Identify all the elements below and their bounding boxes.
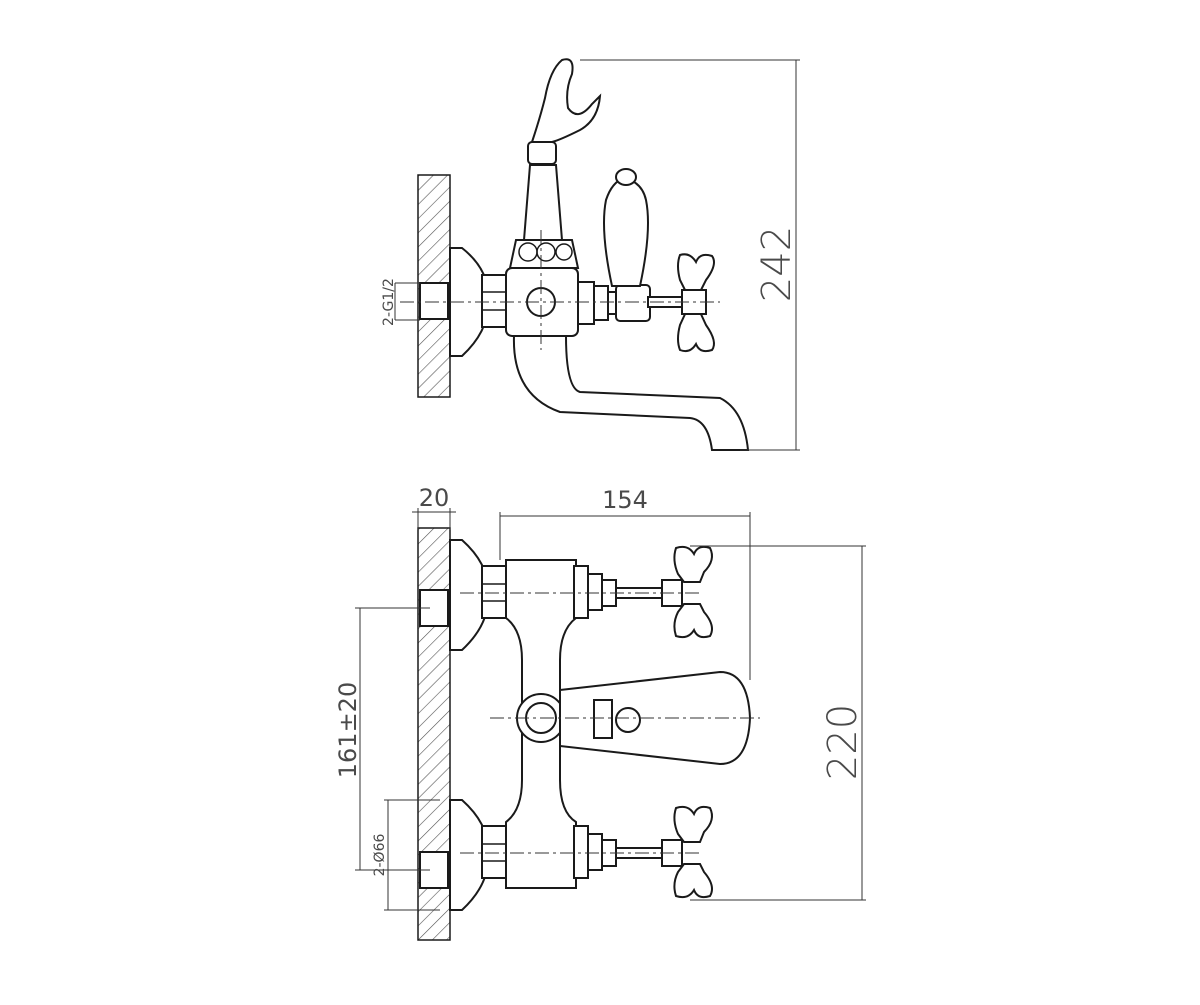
- front-nut-lower: [481, 825, 509, 879]
- front-valve-upper-b: [587, 573, 603, 611]
- side-holder-neck: [522, 164, 564, 241]
- wall-offset-label: 20: [419, 484, 450, 512]
- width-dimension-label: 154: [602, 486, 648, 514]
- front-cross-upper-bottom: [673, 603, 713, 639]
- side-cartridge-b: [593, 285, 609, 321]
- front-nut-upper: [481, 565, 509, 619]
- front-valve-lower-b: [587, 833, 603, 871]
- side-inlet-pipe: [419, 282, 449, 320]
- front-cross-lower-bottom: [673, 863, 713, 899]
- front-spout-knob: [615, 707, 641, 733]
- front-valve-upper-a: [573, 565, 589, 619]
- front-cross-lower-top: [673, 805, 713, 843]
- side-cartridge-a: [577, 281, 595, 325]
- side-hex-nut: [481, 274, 509, 328]
- cross-height-label: 220: [820, 704, 866, 780]
- front-cross-upper-top: [673, 545, 713, 583]
- side-lever-base: [615, 284, 651, 322]
- side-shower-hook: [530, 58, 602, 143]
- side-lever-handle: [603, 176, 649, 287]
- side-cross-handle-bottom: [677, 311, 715, 353]
- height-dimension-label: 242: [754, 226, 800, 302]
- front-spout-nut: [593, 699, 613, 739]
- inlet-thread-label: 2-G1/2: [381, 278, 397, 326]
- front-valve-lower-a: [573, 825, 589, 879]
- front-view: 20 154 161±20 2-Ø66 220: [334, 484, 866, 941]
- inlet-spacing-label: 161±20: [334, 682, 362, 778]
- side-holder-collar: [527, 141, 557, 165]
- side-view: 2-G1/2 242: [381, 58, 800, 451]
- inlet-diameter-label: 2-Ø66: [372, 834, 388, 877]
- side-lever-cap: [615, 168, 637, 186]
- side-spout: [512, 335, 750, 451]
- side-cross-handle-top: [677, 253, 715, 293]
